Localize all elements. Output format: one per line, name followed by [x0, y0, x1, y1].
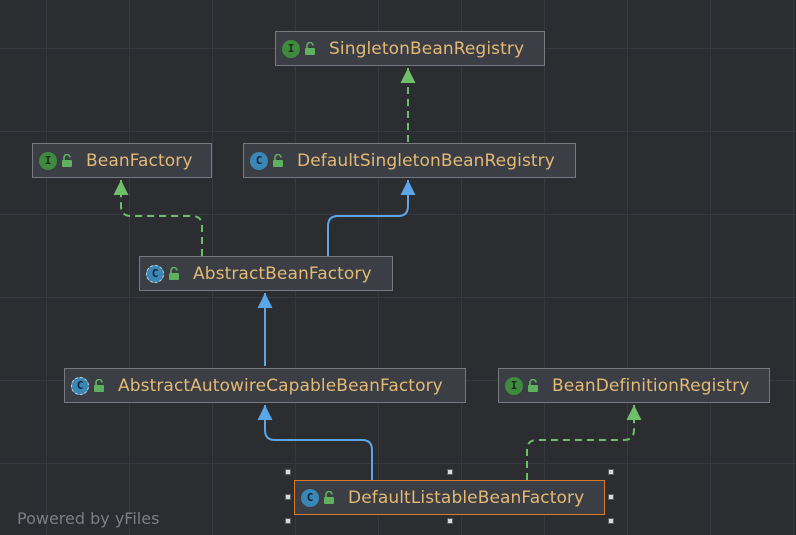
interface-icon: I — [39, 151, 57, 170]
abstract-class-icon: C — [146, 264, 164, 283]
node-label: BeanDefinitionRegistry — [552, 375, 750, 396]
open-lock-icon — [94, 379, 104, 392]
node-label: DefaultSingletonBeanRegistry — [297, 150, 555, 171]
selection-handle-top-right[interactable] — [608, 469, 614, 475]
node-label: SingletonBeanRegistry — [329, 38, 525, 59]
open-lock-icon — [62, 154, 72, 167]
node-label: DefaultListableBeanFactory — [348, 487, 585, 508]
node-label: AbstractAutowireCapableBeanFactory — [118, 375, 443, 396]
abstract-class-icon: C — [71, 376, 89, 395]
interface-icon: I — [282, 39, 300, 58]
edge-abstractbeanfactory-extends-defaultsingletonbeanregistry — [327, 180, 416, 256]
selection-handle-top-left[interactable] — [285, 469, 291, 475]
open-lock-icon — [273, 154, 283, 167]
node-singleton-bean-registry[interactable]: I SingletonBeanRegistry — [275, 31, 545, 66]
class-icon: C — [250, 151, 268, 170]
edge-defaultlistablebeanfactory-implements-beandefinitionregistry — [526, 405, 642, 480]
selection-handle-top-center[interactable] — [447, 469, 453, 475]
open-lock-icon — [305, 42, 315, 55]
node-default-listable-bean-factory[interactable]: C DefaultListableBeanFactory — [294, 480, 605, 515]
yfiles-watermark: Powered by yFiles — [17, 509, 160, 528]
node-label: AbstractBeanFactory — [193, 263, 372, 284]
selection-handle-middle-right[interactable] — [608, 494, 614, 500]
interface-icon: I — [505, 376, 523, 395]
selection-handle-bottom-center[interactable] — [447, 518, 453, 524]
open-lock-icon — [169, 267, 179, 280]
selection-handle-bottom-right[interactable] — [608, 518, 614, 524]
edge-abstractbeanfactory-implements-beanfactory — [113, 180, 203, 256]
node-abstract-autowire-capable-bean-factory[interactable]: C AbstractAutowireCapableBeanFactory — [64, 368, 466, 403]
node-bean-definition-registry[interactable]: I BeanDefinitionRegistry — [498, 368, 770, 403]
node-bean-factory[interactable]: I BeanFactory — [32, 143, 212, 178]
open-lock-icon — [528, 379, 538, 392]
edge-defaultlistablebeanfactory-extends-abstractautowirecapablebeanfactory — [257, 405, 373, 480]
node-label: BeanFactory — [86, 150, 193, 171]
open-lock-icon — [324, 491, 334, 504]
selection-handle-middle-left[interactable] — [285, 494, 291, 500]
node-abstract-bean-factory[interactable]: C AbstractBeanFactory — [139, 256, 393, 291]
node-default-singleton-bean-registry[interactable]: C DefaultSingletonBeanRegistry — [243, 143, 576, 178]
class-icon: C — [301, 488, 319, 507]
selection-handle-bottom-left[interactable] — [285, 518, 291, 524]
